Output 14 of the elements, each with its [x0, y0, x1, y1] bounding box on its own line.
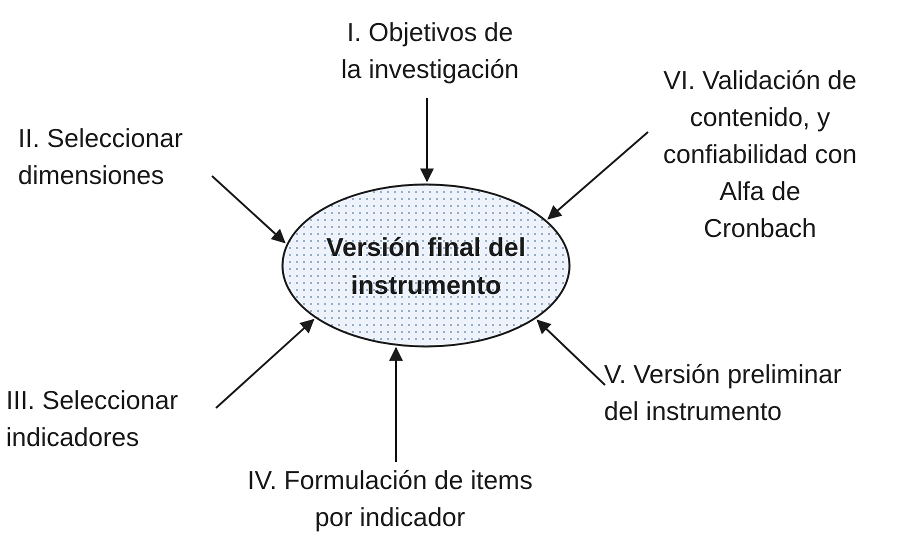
ellipse-label: Versión final del instrumento — [326, 230, 526, 302]
arrow — [536, 320, 606, 386]
step-label: I. Objetivos de la investigación — [335, 14, 525, 88]
center-ellipse — [281, 183, 571, 348]
arrow — [389, 346, 403, 462]
arrow — [215, 318, 314, 409]
step-label: III. Seleccionar indicadores — [6, 382, 216, 456]
step-label: V. Versión preliminar del instrumento — [604, 356, 874, 430]
step-label: VI. Validación de contenido, y confiabilidad con Alfa de Cronbach — [660, 62, 860, 247]
step-label: II. Seleccionar dimensiones — [18, 120, 218, 194]
arrow — [547, 131, 649, 220]
step-label: IV. Formulación de items por indicador — [240, 462, 540, 536]
arrow — [420, 98, 434, 182]
arrow — [211, 175, 286, 244]
